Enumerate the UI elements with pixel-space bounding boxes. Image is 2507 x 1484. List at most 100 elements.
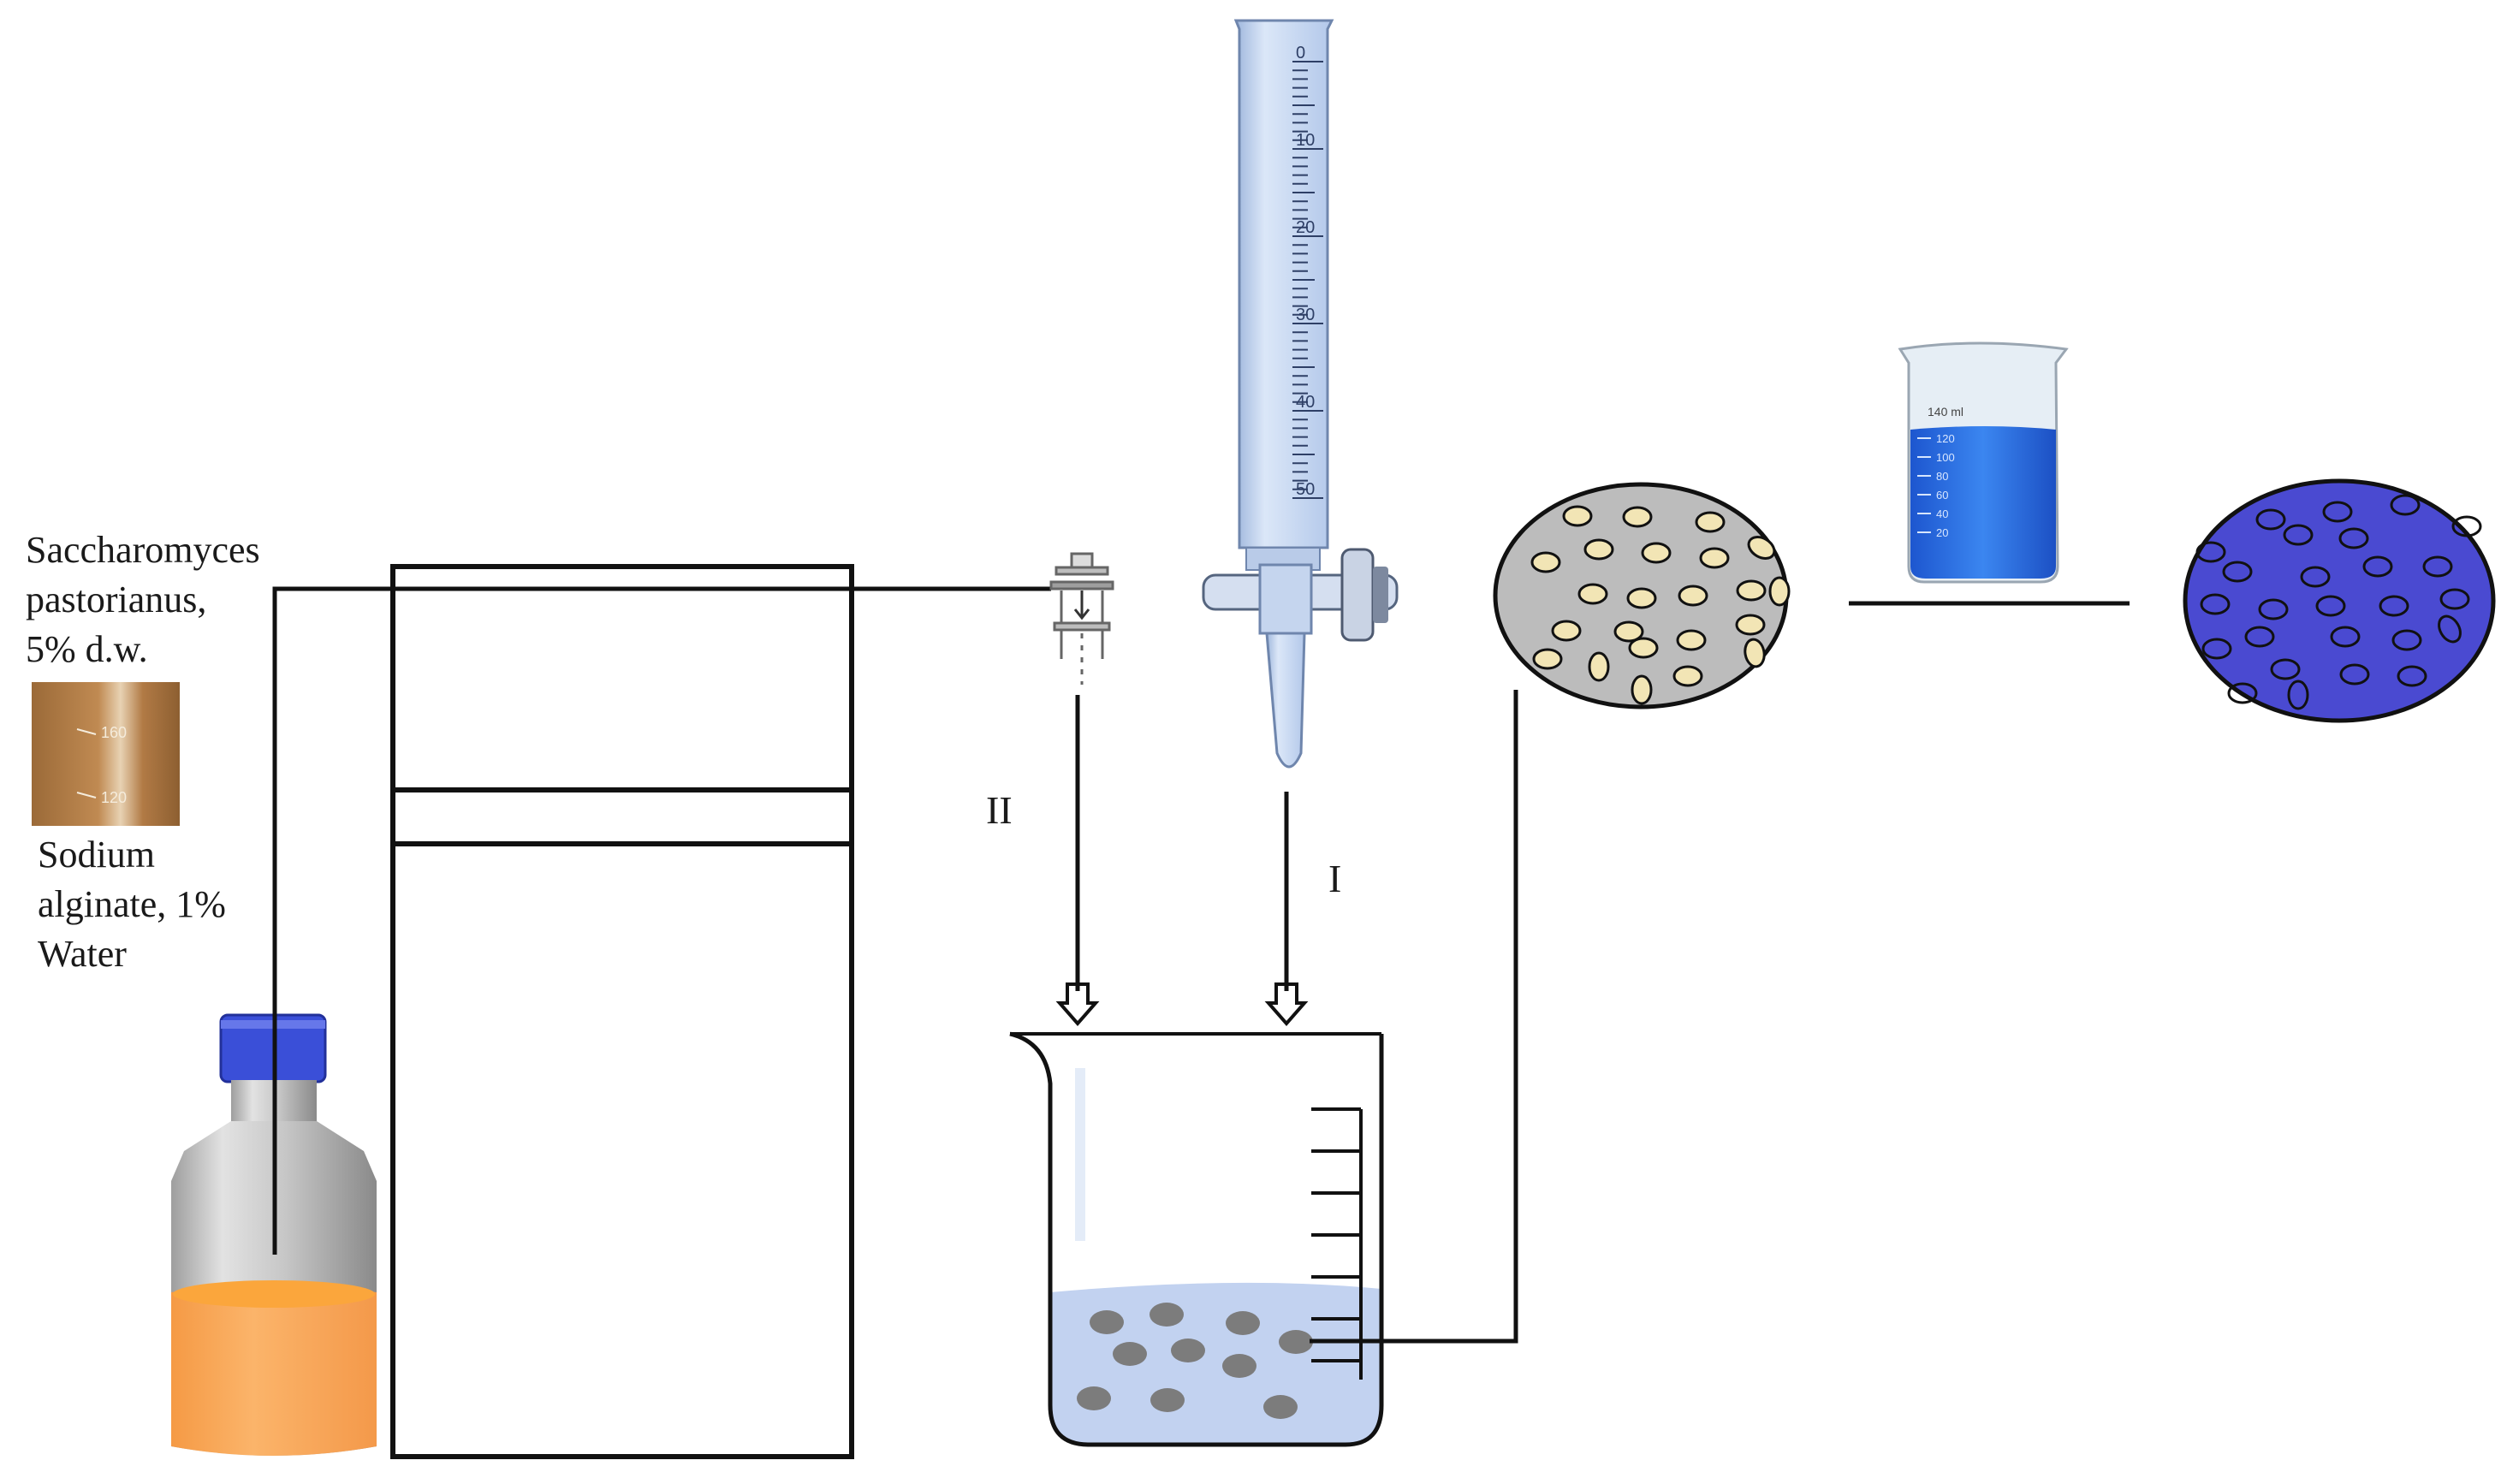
alginate-bead	[1077, 1386, 1111, 1410]
stained-cell	[2244, 626, 2275, 648]
stain-scale-label: 80	[1936, 470, 1948, 483]
yeast-cell	[1768, 576, 1791, 607]
stained-cell	[2227, 682, 2258, 704]
liquid-surface	[173, 1280, 375, 1308]
alginate-label: Sodium alginate, 1% Water	[38, 830, 226, 979]
yeast-cell	[1583, 538, 1614, 561]
stained-bead	[2183, 478, 2496, 723]
stained-cell	[2200, 593, 2231, 615]
stained-cell	[2270, 658, 2301, 680]
photo-mark-1: 160	[101, 724, 127, 741]
yeast-cell	[1628, 637, 1659, 659]
stained-cell	[2255, 508, 2286, 531]
pump-frame	[390, 564, 854, 1459]
pump-unit	[390, 564, 854, 1459]
yeast-cell	[1641, 542, 1672, 564]
alginate-bead	[1090, 1310, 1124, 1334]
burette-tube	[1233, 19, 1334, 549]
stained-cells	[2195, 494, 2482, 710]
alginate-bead	[1222, 1354, 1256, 1378]
yeast-cell	[1613, 620, 1644, 643]
stained-cell	[2397, 665, 2427, 687]
burette-scale-label: 10	[1296, 131, 1315, 150]
stained-cell	[2439, 588, 2470, 610]
alginate-bead	[1226, 1311, 1260, 1335]
stained-cell	[2451, 515, 2482, 537]
yeast-label-line-3: 5% d.w.	[26, 628, 148, 670]
yeast-cell	[1551, 620, 1582, 642]
stain-scale-label: 40	[1936, 508, 1948, 520]
stain-beaker: 140 ml 120 100 80 60 40 20	[1898, 341, 2069, 584]
stained-cell	[2422, 555, 2453, 578]
alginate-bead	[1171, 1339, 1205, 1362]
stained-cell	[2330, 626, 2361, 648]
alginate-bead	[1113, 1342, 1147, 1366]
stain-scale-label: 60	[1936, 489, 1948, 502]
stained-cell	[2338, 527, 2369, 549]
suspension-photo: 160 120	[32, 682, 180, 826]
stained-cell	[2322, 501, 2353, 523]
yeast-label-line-2: pastorianus,	[26, 579, 207, 620]
stained-cell	[2195, 541, 2226, 563]
yeast-cell	[1631, 674, 1653, 705]
stain-volume-mark: 140 ml	[1928, 405, 1963, 418]
stain-beaker-graduations: 120 100 80 60 40 20	[1917, 432, 1955, 539]
bottle-liquid	[171, 1284, 377, 1456]
yeast-cell	[1532, 648, 1563, 670]
route-one-label: I	[1328, 857, 1342, 900]
alginate-label-line-1: Sodium	[38, 834, 155, 876]
burette-scale-label: 30	[1296, 306, 1315, 324]
stained-cell	[2201, 638, 2232, 660]
beaker-graduations	[1311, 1107, 1363, 1380]
yeast-cell	[1736, 579, 1767, 602]
stained-cell	[2362, 555, 2393, 578]
yeast-cell	[1588, 651, 1610, 682]
route-two-label: II	[986, 788, 1013, 832]
yeast-label: Saccharomyces pastorianus, 5% d.w.	[26, 525, 260, 674]
feed-tube	[272, 586, 1051, 1255]
photo-mark-2: 120	[101, 789, 127, 806]
stained-cell	[2287, 680, 2309, 710]
route-two-arrowhead	[1055, 982, 1100, 1027]
zoom-connector	[1310, 690, 1518, 1344]
collection-beaker	[1009, 1031, 1384, 1447]
alginate-bead	[1150, 1388, 1185, 1412]
route-one-arrowhead	[1264, 982, 1309, 1027]
yeast-label-line-1: Saccharomyces	[26, 529, 260, 571]
stain-scale-label: 20	[1936, 526, 1948, 539]
stained-cell	[2339, 663, 2370, 686]
yeast-cell	[1699, 547, 1730, 569]
alginate-bead	[1263, 1395, 1298, 1419]
stained-cell	[2258, 598, 2289, 620]
drop-arrows	[1055, 695, 1309, 1027]
yeast-cell	[1744, 638, 1766, 668]
yeast-cell	[1672, 665, 1703, 687]
yeast-cell	[1747, 536, 1776, 560]
beaker-wall	[1009, 1031, 1384, 1447]
burette-scale-label: 20	[1296, 218, 1315, 237]
stained-cell	[2283, 524, 2314, 546]
beaker-liquid	[1050, 1282, 1381, 1445]
stained-cell	[2222, 561, 2253, 583]
alginate-bead	[1279, 1330, 1313, 1354]
stained-cell	[2300, 566, 2331, 588]
burette-scale-label: 0	[1296, 44, 1305, 62]
yeast-cell	[1562, 505, 1593, 527]
dripper-nozzle	[1049, 552, 1114, 685]
stain-scale-label: 100	[1936, 451, 1955, 464]
magnified-bead	[1493, 482, 1791, 709]
stained-cell	[2379, 595, 2409, 617]
yeast-cell	[1678, 585, 1708, 607]
yeast-cell	[1577, 583, 1608, 605]
burette-scale-label: 50	[1296, 480, 1315, 499]
yeast-cell	[1695, 511, 1726, 533]
alginate-label-line-2: alginate, 1%	[38, 883, 226, 925]
stained-bead-disc	[2183, 478, 2496, 723]
entrapped-cells	[1530, 505, 1791, 705]
yeast-cell	[1735, 614, 1766, 636]
yeast-cell	[1626, 587, 1657, 609]
stain-scale-label: 120	[1936, 432, 1955, 445]
yeast-cell	[1676, 629, 1707, 651]
